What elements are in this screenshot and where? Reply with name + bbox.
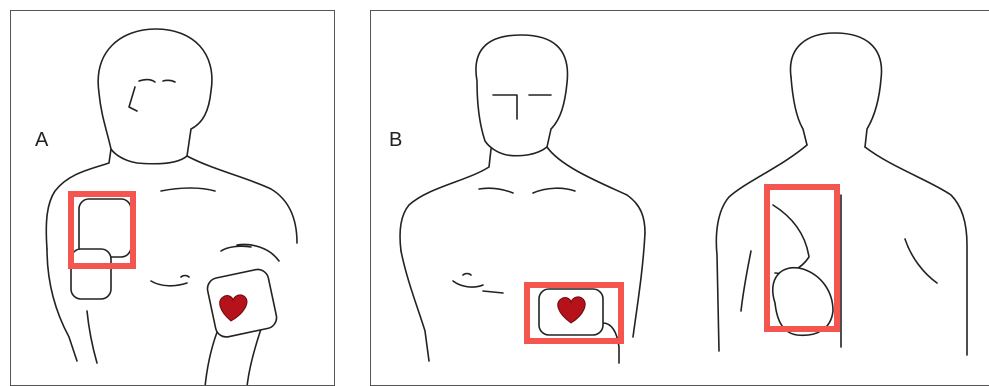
collarbone <box>161 188 215 191</box>
arm-right-lower-2 <box>247 329 261 386</box>
front-torso-right <box>633 233 645 337</box>
pectoral-left <box>151 281 187 286</box>
front-neck-right <box>547 147 645 233</box>
front-nose-brow <box>493 95 517 119</box>
back-scapula-right <box>905 239 937 283</box>
back-shoulder-right <box>865 147 967 355</box>
head-outline <box>98 29 212 164</box>
back-ribs-left <box>741 251 751 311</box>
back-scapula-left <box>773 205 809 273</box>
arm-right-lower <box>205 327 219 386</box>
figure-a-torso <box>11 11 335 386</box>
front-head-outline <box>476 35 568 156</box>
neck-right <box>187 156 297 243</box>
panel-a-anterior-lateral: A <box>10 10 335 386</box>
front-nipple-left <box>463 274 471 276</box>
eyebrow-right <box>163 80 175 82</box>
pad-arm-left <box>71 249 111 299</box>
front-collar-right <box>533 188 575 193</box>
panel-b-anterior-posterior: B <box>370 10 989 386</box>
back-head-outline <box>790 33 881 147</box>
front-torso-left <box>401 251 429 361</box>
front-collar-left <box>479 188 513 193</box>
chest-line <box>221 246 251 251</box>
front-pec-line <box>483 291 503 293</box>
front-neck-left <box>400 149 491 251</box>
eyebrow-left <box>139 80 155 82</box>
pad-back-left <box>773 268 833 336</box>
back-head-left <box>791 77 807 145</box>
nipple-left <box>181 276 189 278</box>
nose <box>129 87 137 111</box>
front-pec-left <box>453 281 483 287</box>
figure-b-torsos <box>371 11 989 386</box>
arm-left-inner <box>87 311 97 363</box>
